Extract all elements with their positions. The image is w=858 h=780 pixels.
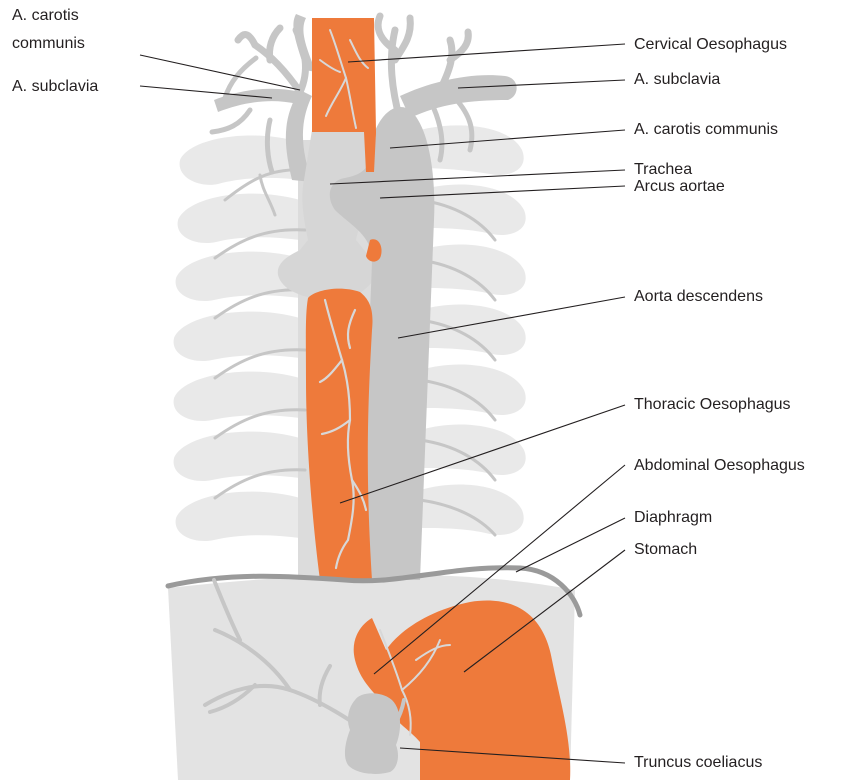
thoracic-oesophagus <box>306 289 373 580</box>
label-carotis-left-line1: A. carotis <box>12 6 79 26</box>
label-cervical-oesophagus: Cervical Oesophagus <box>634 35 787 55</box>
ribs-right <box>418 125 526 535</box>
label-diaphragm: Diaphragm <box>634 508 712 528</box>
label-subclavia-left: A. subclavia <box>12 77 98 97</box>
label-carotis-left-line2: communis <box>12 34 85 54</box>
ribs-left <box>174 136 300 541</box>
label-stomach: Stomach <box>634 540 697 560</box>
label-thoracic-oesophagus: Thoracic Oesophagus <box>634 395 791 415</box>
label-truncus-coeliacus: Truncus coeliacus <box>634 753 762 773</box>
label-carotis-right: A. carotis communis <box>634 120 778 140</box>
label-abdominal-oesophagus: Abdominal Oesophagus <box>634 456 805 476</box>
truncus-coeliacus <box>345 693 400 774</box>
label-arcus-aortae: Arcus aortae <box>634 177 725 197</box>
label-subclavia-right: A. subclavia <box>634 70 720 90</box>
label-aorta-descendens: Aorta descendens <box>634 287 763 307</box>
right-subclavian-artery <box>400 75 517 118</box>
